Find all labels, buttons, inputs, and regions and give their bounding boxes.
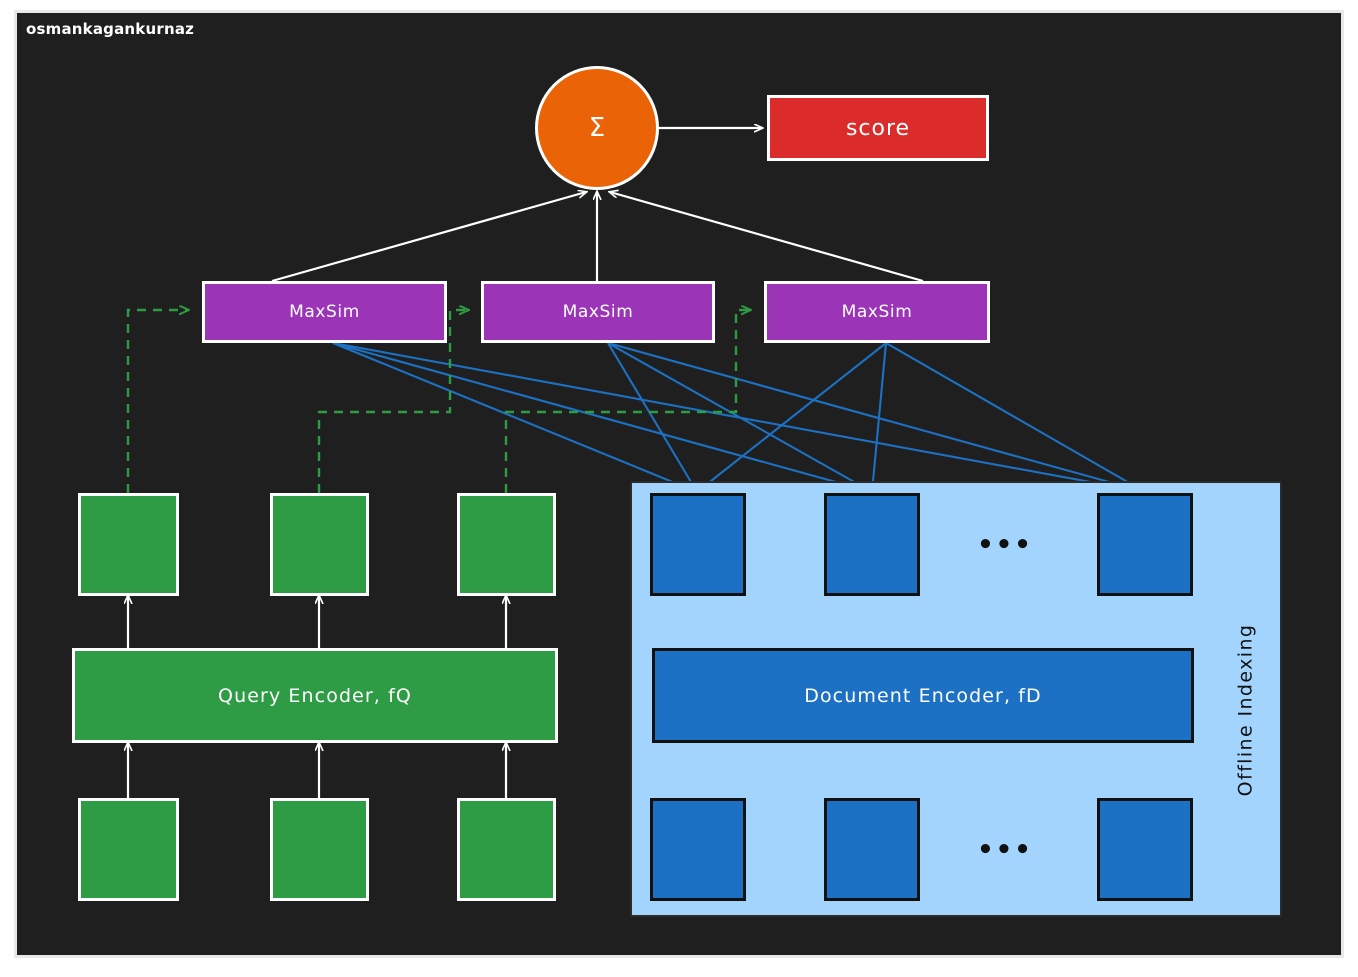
maxsim-node-3[interactable]: MaxSim <box>764 281 990 343</box>
score-node[interactable]: score <box>767 95 989 161</box>
offline-indexing-label-wrap: Offline Indexing <box>1195 620 1295 800</box>
maxsim-node-1[interactable]: MaxSim <box>202 281 447 343</box>
document-embeddings-ellipsis: ••• <box>977 530 1033 560</box>
maxsim-label-2: MaxSim <box>562 302 634 322</box>
watermark: osmankagankurnaz <box>26 20 195 38</box>
document-embeddings-ellipsis-wrap: ••• <box>965 525 1045 565</box>
document-encoder-label: Document Encoder, fD <box>804 684 1042 707</box>
sum-aggregator-node[interactable]: Σ <box>535 66 659 190</box>
query-encoder-node[interactable]: Query Encoder, fQ <box>72 648 558 743</box>
document-token-1[interactable] <box>650 798 746 901</box>
query-token-2[interactable] <box>270 798 369 901</box>
document-embedding-3[interactable] <box>1097 493 1193 596</box>
maxsim-label-3: MaxSim <box>841 302 913 322</box>
query-embedding-2[interactable] <box>270 493 369 596</box>
query-embedding-1[interactable] <box>78 493 179 596</box>
query-embedding-3[interactable] <box>457 493 556 596</box>
document-token-2[interactable] <box>824 798 920 901</box>
sum-aggregator-label: Σ <box>588 113 606 143</box>
maxsim-label-1: MaxSim <box>289 302 360 322</box>
maxsim-node-2[interactable]: MaxSim <box>481 281 715 343</box>
offline-indexing-label: Offline Indexing <box>1234 623 1256 797</box>
query-token-3[interactable] <box>457 798 556 901</box>
document-token-3[interactable] <box>1097 798 1193 901</box>
document-embedding-2[interactable] <box>824 493 920 596</box>
document-embedding-1[interactable] <box>650 493 746 596</box>
query-encoder-label: Query Encoder, fQ <box>218 684 412 707</box>
score-label: score <box>845 115 911 141</box>
document-encoder-node[interactable]: Document Encoder, fD <box>652 648 1194 743</box>
document-tokens-ellipsis: ••• <box>977 835 1033 865</box>
document-tokens-ellipsis-wrap: ••• <box>965 830 1045 870</box>
query-token-1[interactable] <box>78 798 179 901</box>
